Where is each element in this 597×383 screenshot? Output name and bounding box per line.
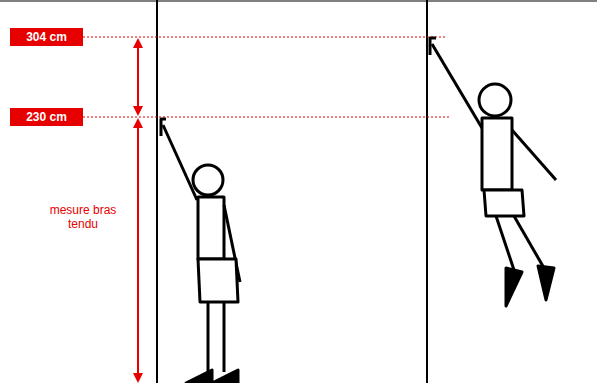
dimension-label: mesure bras tendu [40, 203, 126, 231]
wall-line [156, 0, 158, 383]
level-line [83, 117, 450, 118]
level-line [83, 37, 447, 38]
value-tag: 304 cm [10, 28, 83, 46]
height-value: 230 cm [26, 110, 67, 124]
top-rule [0, 1, 597, 2]
height-value: 304 cm [26, 30, 67, 44]
dimension-arrow [133, 118, 143, 383]
dimension-arrow [133, 38, 143, 116]
value-tag: 230 cm [10, 108, 83, 126]
standing-figure [161, 119, 240, 383]
wall-line [426, 0, 428, 383]
jumping-figure [430, 38, 556, 306]
